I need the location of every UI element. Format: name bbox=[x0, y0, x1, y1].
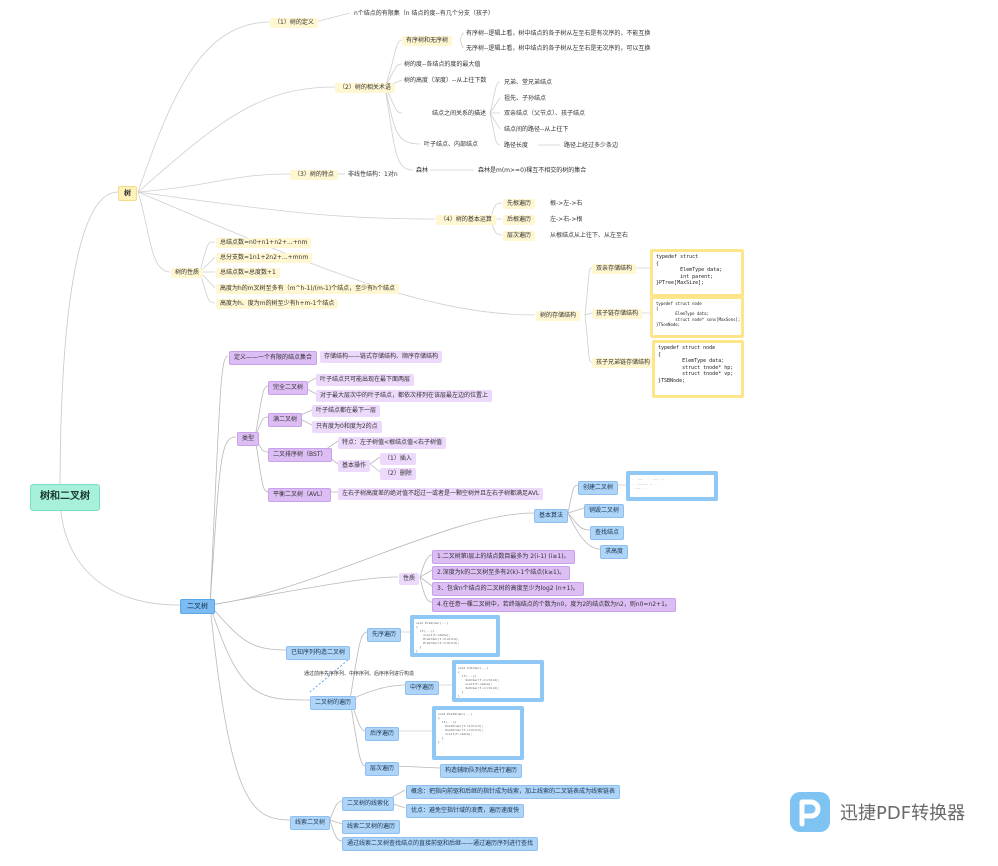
tree-features-label[interactable]: （3）树的特点 bbox=[290, 170, 338, 180]
tree-features-text[interactable]: 非线性结构：1对n bbox=[348, 171, 398, 178]
ordered-tree-item[interactable]: 有序树--逻辑上看，树中结点的各子树从左至右是有次序的，不能互换 bbox=[466, 30, 651, 37]
bst-label[interactable]: 二叉排序树（BST） bbox=[268, 448, 332, 462]
complete-bt-item[interactable]: 叶子结点只可能出现在最下面两层 bbox=[316, 374, 415, 386]
bst-delete[interactable]: （2）删除 bbox=[380, 468, 416, 480]
tree-operations-label[interactable]: （4）树的基本运算 bbox=[436, 215, 496, 225]
bst-insert[interactable]: （1）插入 bbox=[380, 453, 416, 465]
tree-property-item[interactable]: 总结点数=n0+n1+n2+...+nm bbox=[216, 238, 312, 248]
storage-sibling-code: typedef struct node { ElemType data; str… bbox=[652, 340, 744, 398]
root-node[interactable]: 树和二叉树 bbox=[30, 484, 100, 511]
bst-ops-label[interactable]: 基本操作 bbox=[338, 460, 371, 472]
avl-label[interactable]: 平衡二叉树（AVL） bbox=[268, 488, 332, 502]
pdf-converter-logo-icon bbox=[790, 792, 830, 832]
threading-concept[interactable]: 概念：把指向前驱和后继的指针成为线索，加上线索的二叉链表成为线索链表 bbox=[406, 785, 621, 799]
tree-op-note[interactable]: 从根结点从上往下、从左至右 bbox=[550, 232, 629, 239]
threaded-traversal-label[interactable]: 线索二叉树的遍历 bbox=[342, 820, 401, 834]
ordered-tree-label[interactable]: 有序树和无序树 bbox=[402, 36, 453, 46]
tree-node[interactable]: 树 bbox=[118, 186, 137, 201]
node-relation-item[interactable]: 双亲结点（父节点）、孩子结点 bbox=[504, 110, 586, 117]
threading-advantage[interactable]: 优点：避免空指针域的浪费，遍历速度快 bbox=[406, 804, 525, 818]
tree-property-item[interactable]: 高度为h、度为m的树至少有h+m-1个结点 bbox=[216, 299, 339, 309]
node-relations-label[interactable]: 结点之间关系的描述 bbox=[432, 110, 487, 117]
path-length-note[interactable]: 路径上经过多少条边 bbox=[564, 142, 619, 149]
tree-relations-label[interactable]: （2）树的相关术语 bbox=[335, 83, 395, 93]
storage-child-code: typedef struct node { ElemType data; str… bbox=[650, 296, 744, 338]
tree-property-item[interactable]: 总分支数=1n1+2n2+...+mnm bbox=[216, 253, 313, 263]
path-length-label[interactable]: 路径长度 bbox=[504, 142, 529, 149]
tree-definition-label[interactable]: （1）树的定义 bbox=[270, 18, 318, 28]
tree-op-note[interactable]: 左->右->根 bbox=[550, 216, 583, 223]
bst-feature[interactable]: 特点：左子树值<根结点值<右子树值 bbox=[338, 437, 447, 449]
watermark: 迅捷PDF转换器 bbox=[788, 790, 965, 834]
bt-property-item[interactable]: 4.在任意一棵二叉树中，若终端结点的个数为n0，度为2的结点数为n2，则n0=n… bbox=[432, 598, 676, 612]
threaded-bt-label[interactable]: 线索二叉树 bbox=[290, 816, 331, 830]
tree-definition-text[interactable]: n个结点的有限集（n 结点的度--有几个分支（孩子） bbox=[354, 10, 494, 17]
algo-destroy[interactable]: 销毁二叉树 bbox=[584, 504, 625, 518]
bt-definition-text[interactable]: 存储结构——链式存储结构、顺序存储结构 bbox=[320, 351, 443, 363]
tree-storage-label[interactable]: 树的存储结构 bbox=[536, 311, 581, 321]
node-relation-item[interactable]: 结点间的路径--从上往下 bbox=[504, 126, 569, 133]
threading-label[interactable]: 二叉树的线索化 bbox=[342, 797, 395, 811]
build-bt-label[interactable]: 已知序列构造二叉树 bbox=[286, 646, 351, 660]
storage-parent-label[interactable]: 双亲存储结构 bbox=[592, 264, 637, 274]
bt-algorithms-label[interactable]: 基本算法 bbox=[534, 509, 569, 523]
storage-child-label[interactable]: 孩子链存储结构 bbox=[592, 309, 643, 319]
full-bt-item[interactable]: 叶子结点都在最下一层 bbox=[312, 405, 381, 417]
algo-create[interactable]: 创建二叉树 bbox=[578, 481, 619, 495]
bt-properties-label[interactable]: 性质 bbox=[399, 573, 420, 585]
unordered-tree-item[interactable]: 无序树--逻辑上看，树中结点的各子树从左至右是无次序的，可以互换 bbox=[466, 45, 651, 52]
bt-traversal-label[interactable]: 二叉树的遍历 bbox=[310, 696, 357, 710]
tree-op-name[interactable]: 后根遍历 bbox=[503, 215, 536, 225]
complete-bt-label[interactable]: 完全二叉树 bbox=[268, 381, 309, 395]
algo-find[interactable]: 查找结点 bbox=[590, 526, 625, 540]
postorder-label[interactable]: 后序遍历 bbox=[365, 727, 400, 741]
preorder-label[interactable]: 先序遍历 bbox=[367, 628, 402, 642]
bt-property-item[interactable]: 2.深度为k的二叉树至多有2(k)-1个结点(k≥1)。 bbox=[432, 566, 571, 580]
forest-note[interactable]: 森林是m(m>=0)棵互不相交的树的集合 bbox=[478, 167, 587, 174]
tree-properties-label[interactable]: 树的性质 bbox=[171, 268, 204, 278]
algo-create-screenshot: ... ──── ···· ───── ── ····· ·· ────────… bbox=[626, 471, 718, 501]
leaf-node-label[interactable]: 叶子结点、内部结点 bbox=[424, 141, 479, 148]
tree-property-item[interactable]: 高度为h的m叉树至多有（m^h-1)/(m-1)个结点，至少有h个结点 bbox=[216, 284, 399, 294]
forest-label[interactable]: 森林 bbox=[416, 167, 429, 174]
bt-definition-label[interactable]: 定义——一个有限的结点集合 bbox=[229, 351, 318, 365]
levelorder-label[interactable]: 层次遍历 bbox=[365, 762, 400, 776]
full-bt-label[interactable]: 满二叉树 bbox=[268, 413, 303, 427]
bt-property-item[interactable]: 3．包含n个结点的二叉树的高度至少为log2 (n+1)。 bbox=[432, 582, 584, 596]
bt-types-label[interactable]: 类型 bbox=[237, 432, 260, 446]
avl-text[interactable]: 左右子树高度差的绝对值不超过一或者是一颗空树并且左右子树都满足AVL bbox=[338, 488, 544, 500]
storage-parent-code: typedef struct { ElemType data; int pare… bbox=[650, 249, 744, 297]
tree-op-name[interactable]: 先根遍历 bbox=[503, 199, 536, 209]
complete-bt-item[interactable]: 对于最大层次中的叶子结点，都依次排列在该层最左边的位置上 bbox=[316, 390, 493, 402]
preorder-code: void PreOrder(...) { if(...){ visit(T->d… bbox=[410, 615, 500, 657]
node-relation-item[interactable]: 祖先、子孙结点 bbox=[504, 95, 547, 102]
postorder-code: void PostOrder(...) { if(...){ PostOrder… bbox=[432, 706, 524, 760]
inorder-code: void InOrder(...) { if(...){ InOrder(T->… bbox=[452, 660, 544, 702]
tree-property-item[interactable]: 总结点数=总度数+1 bbox=[216, 268, 280, 278]
tree-op-name[interactable]: 层次遍历 bbox=[503, 231, 536, 241]
algo-height[interactable]: 求高度 bbox=[600, 545, 629, 559]
node-relation-item[interactable]: 兄弟、堂兄弟结点 bbox=[504, 79, 553, 86]
binary-tree-node[interactable]: 二叉树 bbox=[180, 599, 215, 614]
tree-height[interactable]: 树的高度（深度）--从上往下数 bbox=[404, 77, 487, 84]
levelorder-note[interactable]: 构造辅助队列然后进行遍历 bbox=[440, 764, 523, 778]
full-bt-item[interactable]: 只有度为0和度为2的点 bbox=[312, 421, 382, 433]
tree-degree[interactable]: 树的度--各结点的度的最大值 bbox=[404, 61, 481, 68]
watermark-brand: 迅捷PDF转换器 bbox=[840, 803, 966, 824]
bt-property-item[interactable]: 1.二叉树第i层上的结点数目最多为 2(i-1) (i≥1)。 bbox=[432, 550, 575, 564]
threaded-find-note[interactable]: 通过线索二叉树查找结点的直接前驱和后继——通过遍历序列进行查找 bbox=[342, 837, 539, 851]
tree-op-note[interactable]: 根->左->右 bbox=[550, 200, 583, 207]
build-bt-note: 通过前序先序序列、中序序列、后序序列进行构造 bbox=[304, 671, 415, 677]
inorder-label[interactable]: 中序遍历 bbox=[405, 681, 440, 695]
storage-sibling-label[interactable]: 孩子兄弟链存储结构 bbox=[592, 358, 655, 368]
